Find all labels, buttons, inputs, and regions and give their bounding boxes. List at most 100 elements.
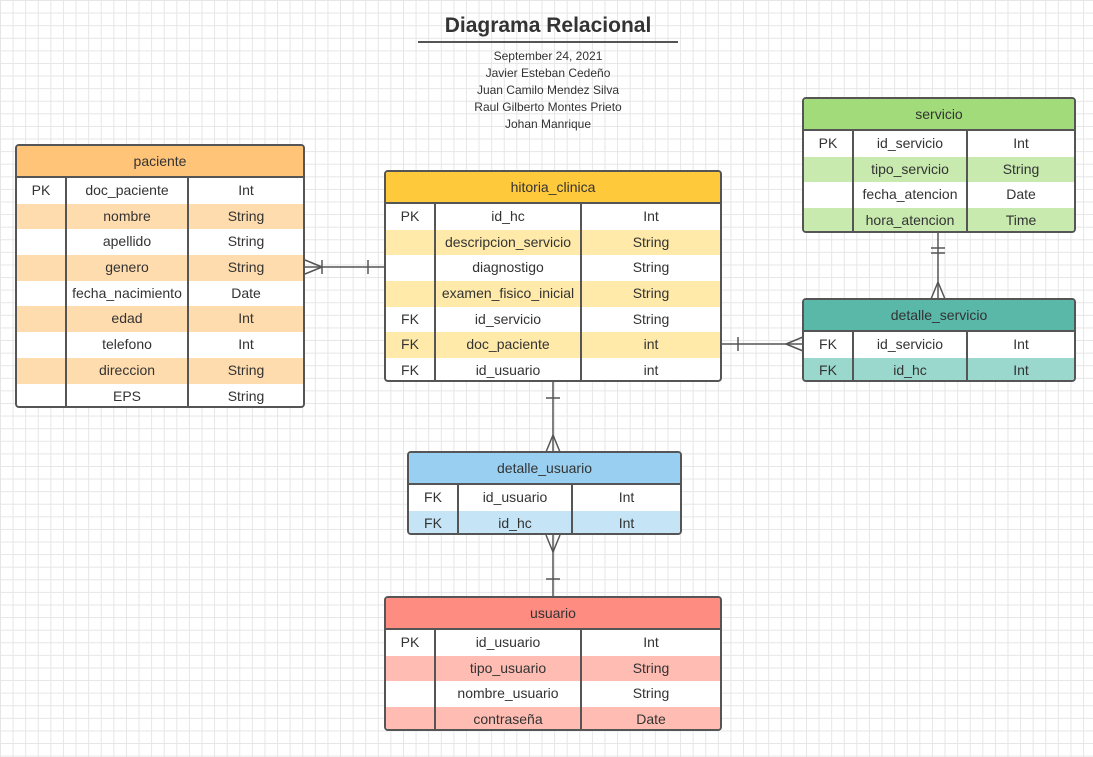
diagram-title: Diagrama Relacional — [444, 14, 652, 37]
column-type: Int — [238, 182, 254, 198]
column-field: apellido — [67, 229, 189, 256]
column-key: FK — [409, 485, 459, 511]
column-key — [386, 655, 436, 682]
column-key — [386, 255, 436, 282]
column-field: fecha_atencion — [854, 182, 968, 209]
column-type: Int — [618, 489, 635, 505]
column-type: String — [1002, 160, 1040, 177]
column-field: id_servicio — [854, 332, 968, 358]
column-type: String — [632, 233, 670, 250]
paciente-row[interactable]: edad Int — [17, 306, 303, 333]
servicio-row[interactable]: tipo_servicio String — [804, 156, 1074, 183]
entity-title: detalle_servicio — [804, 300, 1074, 332]
column-key: PK — [17, 178, 67, 204]
column-type: Int — [643, 208, 659, 224]
column-type: Int — [1013, 135, 1029, 151]
column-field: doc_paciente — [67, 178, 189, 204]
column-key: FK — [386, 306, 436, 333]
column-type: Int — [238, 336, 254, 353]
column-field: descripcion_servicio — [436, 229, 582, 256]
column-field: direccion — [67, 357, 189, 384]
title-underline — [418, 41, 678, 43]
connector-detalle-usuario-usuario — [545, 534, 561, 597]
connector-servicio-detalle-servicio — [930, 233, 946, 300]
column-key — [386, 229, 436, 256]
historia-row[interactable]: diagnostigo String — [386, 255, 720, 282]
column-type: Date — [1006, 186, 1036, 203]
column-field: hora_atencion — [854, 208, 968, 231]
column-field: id_usuario — [459, 485, 573, 511]
diagram-date: September 24, 2021 — [493, 49, 603, 63]
column-field: id_usuario — [436, 358, 582, 380]
column-key: PK — [386, 204, 436, 230]
column-type: String — [632, 285, 670, 302]
column-type: Time — [1005, 212, 1037, 229]
column-field: id_usuario — [436, 630, 582, 656]
column-key — [17, 306, 67, 333]
column-field: edad — [67, 306, 189, 333]
servicio-row[interactable]: fecha_atencion Date — [804, 182, 1074, 209]
author-3: Raul Gilberto Montes Prieto — [474, 100, 622, 114]
paciente-row[interactable]: telefono Int — [17, 332, 303, 358]
paciente-row[interactable]: EPS String — [17, 383, 303, 406]
servicio-row[interactable]: hora_atencion Time — [804, 208, 1074, 231]
column-key: FK — [804, 332, 854, 358]
column-type: String — [227, 361, 265, 378]
column-key: PK — [386, 630, 436, 656]
historia-row[interactable]: descripcion_servicio String — [386, 229, 720, 256]
column-field: tipo_servicio — [854, 156, 968, 183]
column-type: String — [632, 259, 670, 276]
column-field: fecha_nacimiento — [67, 280, 189, 307]
column-type: String — [227, 387, 265, 404]
author-2: Juan Camilo Mendez Silva — [476, 83, 620, 97]
column-field: tipo_usuario — [436, 655, 582, 682]
entity-title: servicio — [804, 99, 1074, 131]
column-field: diagnostigo — [436, 255, 582, 282]
column-field: id_hc — [459, 510, 573, 533]
column-field: examen_fisico_inicial — [436, 281, 582, 307]
column-key: FK — [409, 510, 459, 533]
column-key: PK — [804, 131, 854, 157]
column-field: doc_paciente — [436, 332, 582, 359]
column-key — [17, 229, 67, 256]
column-type: Int — [238, 310, 254, 327]
entity-title: paciente — [17, 146, 303, 178]
entity-title: hitoria_clinica — [386, 172, 720, 204]
column-field: EPS — [67, 383, 189, 406]
column-field: telefono — [67, 332, 189, 358]
column-field: genero — [67, 255, 189, 281]
column-key — [17, 255, 67, 281]
paciente-row[interactable]: direccion String — [17, 357, 303, 384]
column-key — [17, 383, 67, 406]
historia-row[interactable]: examen_fisico_inicial String — [386, 281, 720, 307]
column-type: String — [632, 310, 670, 327]
column-field: nombre — [67, 203, 189, 230]
column-type: int — [643, 336, 659, 353]
column-type: int — [643, 362, 659, 379]
